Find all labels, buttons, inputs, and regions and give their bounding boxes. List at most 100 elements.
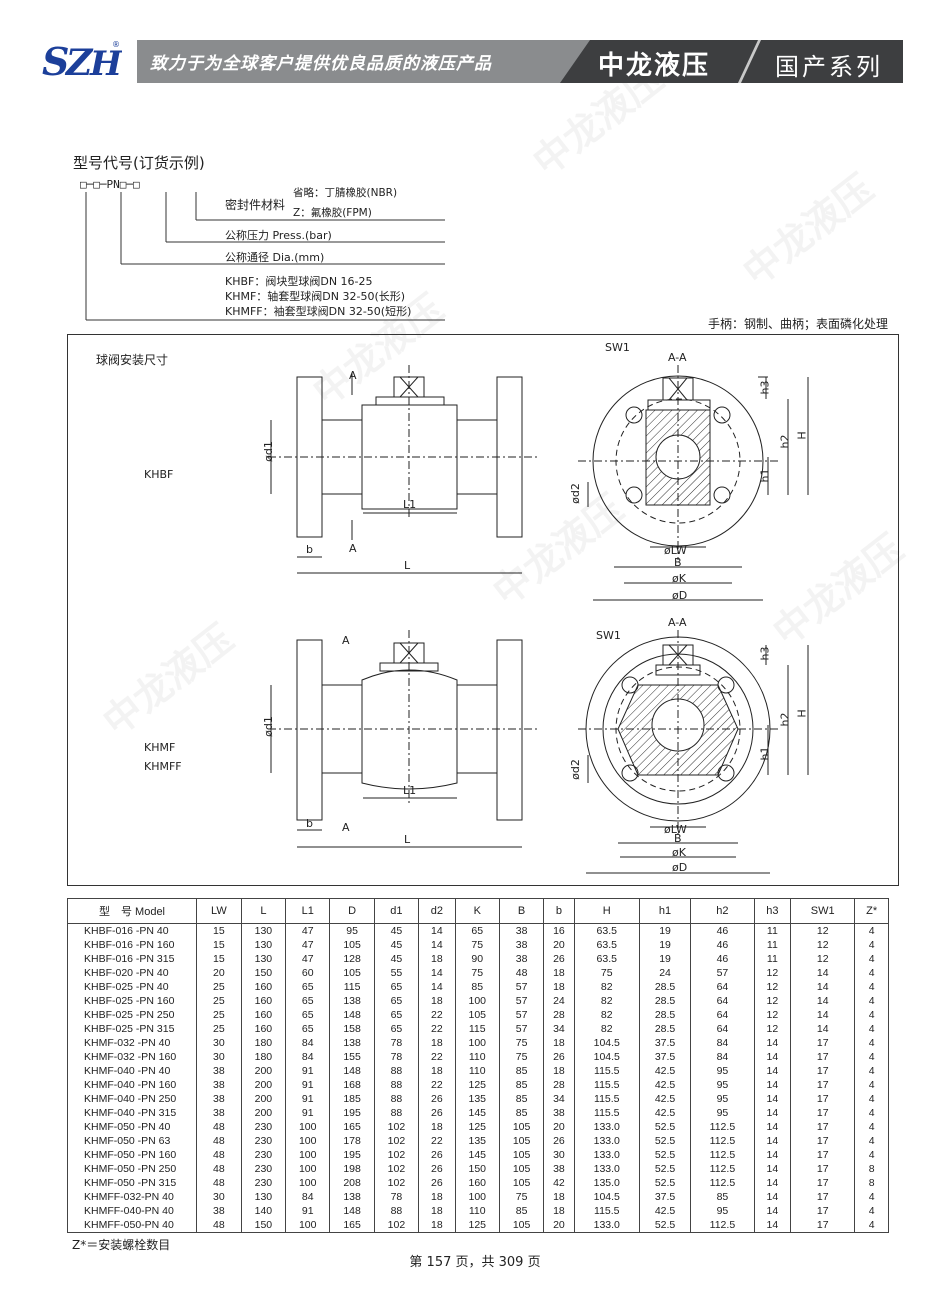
table-cell: 4 bbox=[854, 1120, 889, 1134]
table-cell: 88 bbox=[373, 1064, 420, 1078]
table-cell: 45 bbox=[373, 923, 420, 938]
model-cell: KHBF-025 -PN 250 bbox=[67, 1008, 197, 1022]
table-cell: 14 bbox=[753, 1050, 792, 1064]
table-cell: 135 bbox=[454, 1134, 500, 1148]
table-cell: 145 bbox=[454, 1106, 500, 1120]
table-cell: 200 bbox=[240, 1106, 287, 1120]
table-cell: 55 bbox=[373, 966, 420, 980]
table-cell: 110 bbox=[454, 1204, 500, 1218]
khbf-label: KHBF bbox=[144, 468, 174, 481]
table-cell: 150 bbox=[454, 1162, 500, 1176]
table-cell: 91 bbox=[285, 1078, 331, 1092]
handle-note: 手柄：钢制、曲柄；表面磷化处理 bbox=[708, 317, 889, 331]
table-cell: 160 bbox=[240, 1008, 287, 1022]
table-cell: 198 bbox=[329, 1162, 375, 1176]
diameter-label: 公称通径 Dia.(mm) bbox=[225, 251, 325, 264]
col-h3: h3 bbox=[753, 898, 792, 924]
table-cell: 38 bbox=[196, 1106, 242, 1120]
header-series: 国产系列 bbox=[775, 53, 883, 81]
table-cell: 4 bbox=[854, 994, 889, 1008]
table-cell: 130 bbox=[240, 952, 287, 966]
table-cell: 4 bbox=[854, 1148, 889, 1162]
table-cell: 102 bbox=[373, 1148, 420, 1162]
table-cell: 208 bbox=[329, 1176, 375, 1190]
khmff-label: KHMFF bbox=[144, 760, 182, 773]
table-cell: 125 bbox=[454, 1120, 500, 1134]
table-cell: 91 bbox=[285, 1092, 331, 1106]
dim-h2: h2 bbox=[778, 434, 792, 449]
model-cell: KHMF-050 -PN 40 bbox=[67, 1120, 197, 1134]
table-cell: 25 bbox=[196, 1008, 242, 1022]
table-cell: 148 bbox=[329, 1064, 375, 1078]
model-cell: KHMFF-040-PN 40 bbox=[67, 1204, 197, 1218]
table-cell: 95 bbox=[690, 1078, 755, 1092]
table-cell: 65 bbox=[373, 994, 420, 1008]
table-cell: 115 bbox=[454, 1022, 500, 1036]
col-d: D bbox=[329, 898, 375, 924]
table-cell: 100 bbox=[285, 1120, 331, 1134]
table-cell: 160 bbox=[240, 980, 287, 994]
type-code-khmff: KHMFF：袖套型球阀DN 32-50(短形) bbox=[225, 305, 412, 318]
table-cell: 104.5 bbox=[573, 1190, 640, 1204]
header-brand: 中龙液压 bbox=[598, 51, 711, 81]
model-cell: KHMF-040 -PN 315 bbox=[67, 1106, 197, 1120]
table-cell: 4 bbox=[854, 980, 889, 994]
khmf-label: KHMF bbox=[144, 741, 176, 754]
table-cell: 133.0 bbox=[573, 1218, 640, 1233]
model-cell: KHBF-016 -PN 40 bbox=[67, 923, 197, 938]
table-cell: 57 bbox=[498, 980, 545, 994]
table-cell: 105 bbox=[498, 1176, 545, 1190]
table-cell: 4 bbox=[854, 923, 889, 938]
table-cell: 14 bbox=[418, 938, 456, 952]
table-cell: 14 bbox=[790, 1022, 856, 1036]
table-cell: 12 bbox=[790, 952, 856, 966]
table-cell: 65 bbox=[285, 994, 331, 1008]
table-cell: 14 bbox=[753, 1078, 792, 1092]
table-cell: 100 bbox=[285, 1162, 331, 1176]
table-cell: 105 bbox=[498, 1162, 545, 1176]
table-cell: 24 bbox=[638, 966, 692, 980]
table-cell: 63.5 bbox=[573, 923, 640, 938]
table-cell: 133.0 bbox=[573, 1148, 640, 1162]
table-cell: 75 bbox=[573, 966, 640, 980]
table-cell: 88 bbox=[373, 1078, 420, 1092]
table-cell: 18 bbox=[543, 980, 575, 994]
table-cell: 84 bbox=[285, 1050, 331, 1064]
col-h: H bbox=[573, 898, 640, 924]
table-cell: 100 bbox=[285, 1134, 331, 1148]
table-cell: 11 bbox=[753, 923, 792, 938]
table-cell: 105 bbox=[454, 1008, 500, 1022]
table-cell: 200 bbox=[240, 1064, 287, 1078]
table-cell: 26 bbox=[418, 1162, 456, 1176]
table-cell: 14 bbox=[753, 1218, 792, 1233]
table-cell: 52.5 bbox=[638, 1218, 692, 1233]
table-cell: 26 bbox=[543, 1134, 575, 1148]
table-cell: 64 bbox=[690, 1008, 755, 1022]
table-cell: 165 bbox=[329, 1120, 375, 1134]
table-cell: 38 bbox=[196, 1078, 242, 1092]
table-cell: 26 bbox=[418, 1148, 456, 1162]
table-cell: 42.5 bbox=[638, 1106, 692, 1120]
table-cell: 22 bbox=[418, 1022, 456, 1036]
type-code-khmf: KHMF：轴套型球阀DN 32-50(长形) bbox=[225, 290, 406, 303]
table-cell: 60 bbox=[285, 966, 331, 980]
table-cell: 84 bbox=[285, 1036, 331, 1050]
table-cell: 28 bbox=[543, 1078, 575, 1092]
table-cell: 20 bbox=[543, 1120, 575, 1134]
table-cell: 18 bbox=[418, 994, 456, 1008]
table-cell: 200 bbox=[240, 1078, 287, 1092]
table-cell: 15 bbox=[196, 952, 242, 966]
table-cell: 130 bbox=[240, 938, 287, 952]
col-sw1: SW1 bbox=[790, 898, 856, 924]
table-cell: 52.5 bbox=[638, 1162, 692, 1176]
table-cell: 18 bbox=[418, 1190, 456, 1204]
table-cell: 42.5 bbox=[638, 1078, 692, 1092]
table-cell: 25 bbox=[196, 994, 242, 1008]
header-brand-panel bbox=[560, 40, 903, 83]
table-cell: 52.5 bbox=[638, 1176, 692, 1190]
table-cell: 91 bbox=[285, 1106, 331, 1120]
table-cell: 48 bbox=[196, 1162, 242, 1176]
